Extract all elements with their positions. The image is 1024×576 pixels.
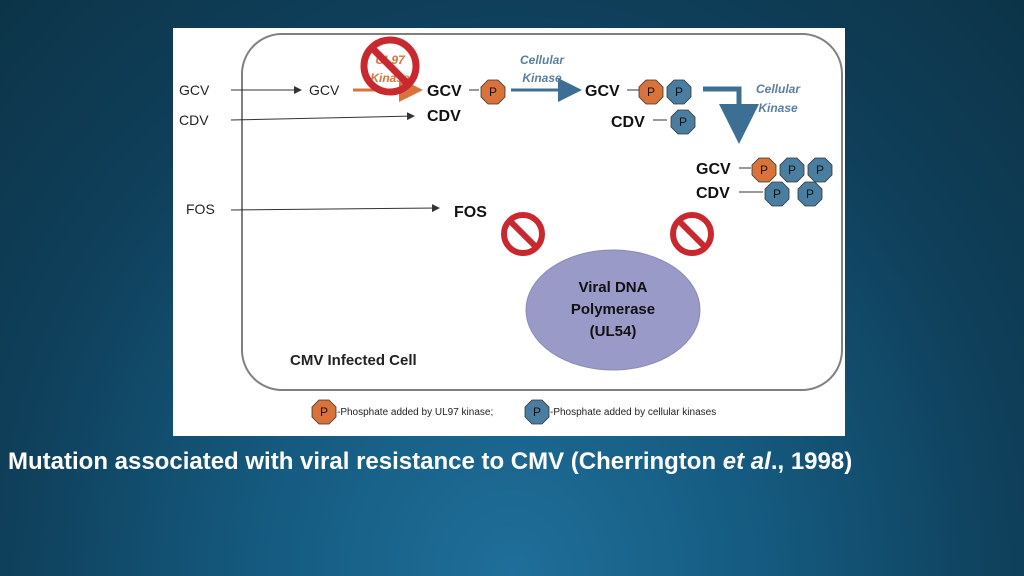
phosphate-blue: P — [670, 109, 696, 135]
phosphate-label: P — [320, 405, 328, 419]
phosphate-label: P — [675, 85, 683, 99]
inner-gcv-label: GCV — [309, 82, 340, 98]
phosphate-label: P — [489, 85, 497, 99]
polymerase-blocked-icon-right — [670, 212, 714, 256]
inner-fos-label: FOS — [454, 204, 487, 221]
phosphate-blue: P — [764, 181, 790, 207]
stage3-gcv-label: GCV — [696, 161, 731, 178]
phosphate-label: P — [760, 163, 768, 177]
cellular-kinase-2-line1: Cellular — [756, 82, 801, 96]
caption-et-al: et al — [722, 448, 771, 475]
polymerase-line3: (UL54) — [590, 323, 637, 340]
legend: P -Phosphate added by UL97 kinase; P -Ph… — [311, 399, 716, 425]
phosphate-label: P — [679, 115, 687, 129]
mechanism-diagram: GCV CDV FOS GCV UL97 Kinase GCV CDV — [179, 33, 843, 425]
stage1-gcv-label: GCV — [427, 83, 462, 100]
legend-orange-phosphate: P — [311, 399, 337, 425]
outside-cdv-label: CDV — [179, 112, 209, 128]
phosphate-blue: P — [779, 157, 805, 183]
outside-gcv-label: GCV — [179, 82, 210, 98]
phosphate-label: P — [533, 405, 541, 419]
stage1-cdv-label: CDV — [427, 108, 461, 125]
polymerase-blocked-icon-left — [501, 212, 545, 256]
viral-dna-polymerase — [525, 249, 701, 371]
legend-blue-text: -Phosphate added by cellular kinases — [550, 407, 716, 418]
phosphate-orange: P — [638, 79, 664, 105]
phosphate-blue: P — [807, 157, 833, 183]
cell-boundary — [241, 33, 843, 391]
cdv-uptake-arrow — [230, 112, 415, 121]
cellular-kinase-2-line2: Kinase — [758, 101, 798, 115]
phosphate-orange: P — [480, 79, 506, 105]
polymerase-line2: Polymerase — [571, 301, 655, 318]
slide-caption: Mutation associated with viral resistanc… — [8, 448, 1018, 476]
phosphate-blue: P — [797, 181, 823, 207]
stage2-cdv-label: CDV — [611, 114, 645, 131]
diagram-panel: GCV CDV FOS GCV UL97 Kinase GCV CDV — [173, 28, 845, 436]
caption-end: ., 1998) — [770, 448, 853, 475]
phosphate-label: P — [788, 163, 796, 177]
phosphate-label: P — [773, 187, 781, 201]
phosphate-label: P — [816, 163, 824, 177]
phosphate-label: P — [647, 85, 655, 99]
fos-uptake-arrow — [230, 204, 440, 213]
cell-label: CMV Infected Cell — [290, 352, 417, 369]
legend-orange-text: -Phosphate added by UL97 kinase; — [337, 407, 493, 418]
ul97-blocked-icon — [360, 36, 420, 96]
phosphate-label: P — [806, 187, 814, 201]
caption-main: Mutation associated with viral resistanc… — [8, 448, 717, 475]
stage3-cdv-label: CDV — [696, 185, 730, 202]
stage2-gcv-label: GCV — [585, 83, 620, 100]
cellular-kinase-1-line1: Cellular — [520, 53, 565, 67]
polymerase-line1: Viral DNA — [579, 279, 648, 296]
cellular-kinase-1-line2: Kinase — [522, 71, 562, 85]
outside-fos-label: FOS — [186, 201, 215, 217]
phosphate-orange: P — [751, 157, 777, 183]
cellular-kinase-arrow-2 — [703, 86, 759, 144]
phosphate-blue: P — [666, 79, 692, 105]
legend-blue-phosphate: P — [524, 399, 550, 425]
